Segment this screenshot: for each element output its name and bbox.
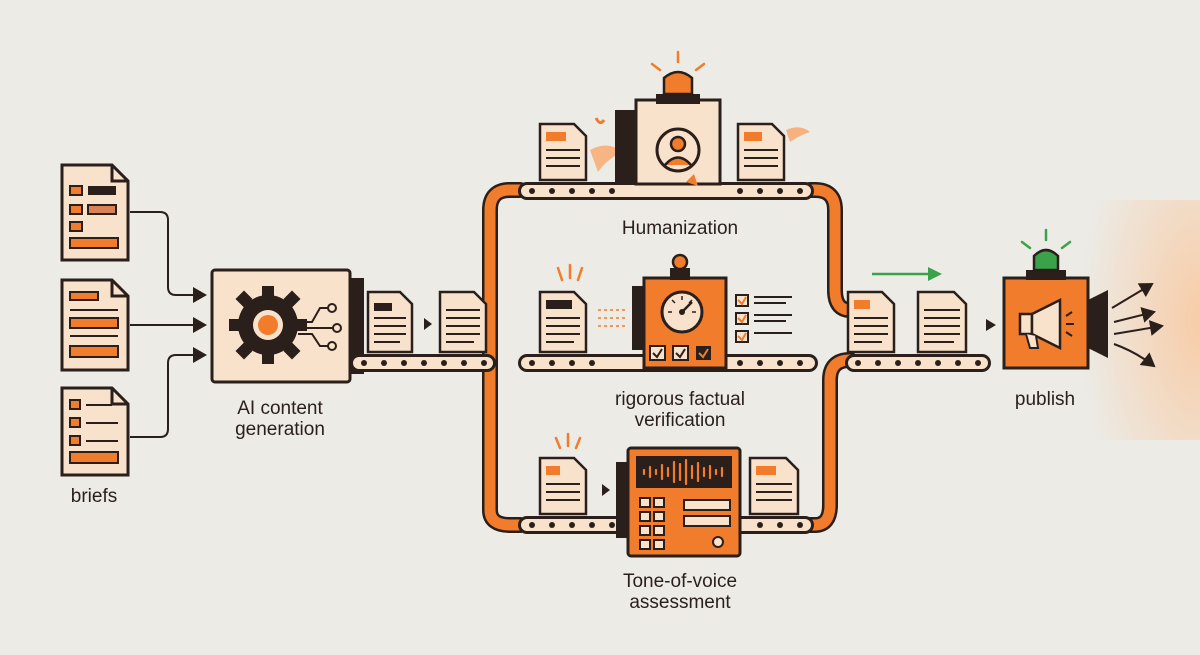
tone-machine — [616, 446, 742, 558]
label-briefs: briefs — [70, 486, 118, 507]
brief-document-1 — [60, 163, 130, 262]
briefs-documents — [60, 163, 130, 477]
flow-arrow-2 — [602, 484, 610, 496]
doc-output-1 — [846, 290, 896, 354]
doc-output-2 — [916, 290, 968, 354]
label-publish: publish — [1014, 389, 1076, 410]
briefs-connectors — [130, 211, 207, 438]
conveyor-main — [350, 354, 496, 372]
verification-machine — [632, 253, 728, 370]
waveform-icon — [642, 458, 724, 486]
label-verification: rigorous factual verification — [615, 389, 745, 431]
doc-generated-2 — [438, 290, 488, 354]
doc-generated-1 — [366, 290, 414, 354]
spark-mark-1 — [594, 117, 606, 125]
doc-humanization-in — [538, 122, 588, 182]
megaphone-icon — [1018, 297, 1074, 351]
brief-document-2 — [60, 278, 130, 372]
gear-network-icon — [229, 286, 342, 364]
tone-spark — [554, 432, 582, 450]
machine-checkboxes — [649, 345, 711, 361]
label-generation: AI content generation — [235, 398, 325, 440]
brief-document-3 — [60, 386, 130, 477]
humanization-machine — [615, 50, 722, 186]
label-tone: Tone-of-voice assessment — [622, 571, 738, 613]
pipeline-pipes-fill — [484, 184, 856, 531]
human-touch-spark — [590, 145, 622, 172]
person-icon — [655, 127, 701, 173]
flow-arrow-1 — [424, 318, 432, 330]
checklist — [735, 294, 792, 343]
gauge-icon — [660, 290, 704, 334]
doc-verification-in — [538, 290, 588, 354]
output-conveyor — [845, 354, 991, 372]
doc-tone-out — [748, 456, 800, 516]
flow-arrow-3 — [986, 319, 996, 331]
doc-tone-in — [538, 456, 588, 516]
humanization-conveyor — [518, 182, 814, 200]
spark-mark-2 — [786, 127, 810, 142]
keypad — [639, 497, 665, 550]
broadcast-arrows — [1111, 282, 1164, 368]
doc-humanization-out — [736, 122, 786, 182]
label-humanization: Humanization — [621, 218, 739, 239]
status-light-rays — [1020, 228, 1072, 250]
scan-lines — [598, 309, 626, 327]
verification-spark — [556, 263, 584, 282]
publish-machine — [1002, 228, 1108, 370]
generation-machine — [210, 268, 364, 384]
